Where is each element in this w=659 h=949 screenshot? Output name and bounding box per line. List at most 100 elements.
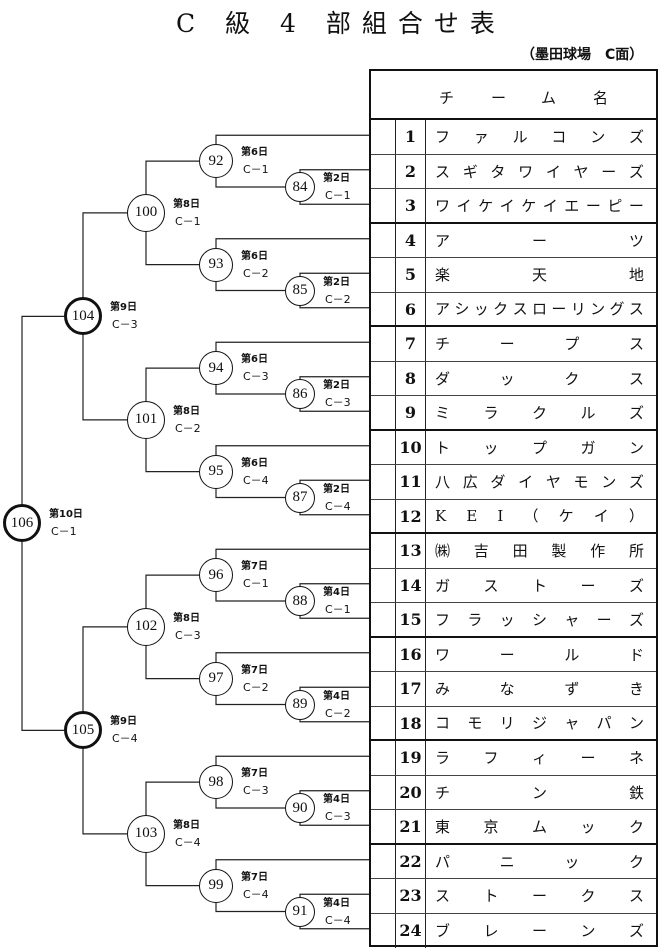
match-court: C－1 bbox=[243, 163, 269, 177]
match-node: 88 bbox=[285, 586, 315, 616]
match-day: 第4日 bbox=[323, 587, 350, 598]
match-court: C－4 bbox=[325, 913, 351, 927]
team-number: 8 bbox=[395, 361, 426, 395]
match-label: 第10日 C－1 bbox=[49, 506, 83, 540]
match-day: 第7日 bbox=[241, 768, 268, 780]
match-day: 第10日 bbox=[49, 509, 83, 521]
match-node: 84 bbox=[285, 172, 315, 202]
match-day: 第8日 bbox=[173, 819, 200, 831]
team-number: 4 bbox=[395, 223, 426, 257]
team-table-header: チ ー ム 名 bbox=[371, 71, 656, 120]
team-number: 13 bbox=[395, 534, 426, 568]
header-char: ム bbox=[541, 89, 557, 107]
match-day: 第2日 bbox=[323, 380, 350, 391]
team-name: コモリジャパン bbox=[435, 714, 644, 733]
team-number: 18 bbox=[395, 706, 426, 739]
team-name: ㈱吉田製作所 bbox=[435, 542, 644, 561]
team-number: 24 bbox=[395, 913, 426, 948]
team-name: ダックス bbox=[435, 369, 644, 388]
match-node: 95 bbox=[199, 454, 233, 489]
match-court: C－3 bbox=[325, 396, 351, 409]
team-name: ブレーンズ bbox=[435, 922, 644, 941]
team-name: トップガン bbox=[435, 438, 644, 457]
team-number: 16 bbox=[395, 637, 426, 671]
match-day: 第6日 bbox=[241, 354, 268, 366]
match-day: 第7日 bbox=[241, 561, 268, 573]
match-day: 第7日 bbox=[241, 664, 268, 676]
team-name: 東京ムック bbox=[435, 817, 644, 836]
team-name: チープス bbox=[435, 335, 644, 354]
team-number: 11 bbox=[395, 465, 426, 499]
team-row: 2 スギタワイヤーズ bbox=[371, 154, 656, 189]
header-char: チ bbox=[439, 89, 455, 107]
team-row: 8 ダックス bbox=[371, 361, 656, 396]
team-number: 1 bbox=[395, 120, 426, 154]
match-node: 89 bbox=[285, 689, 315, 720]
match-node: 102 bbox=[127, 607, 165, 646]
match-node: 104 bbox=[64, 297, 102, 336]
team-row: 13 ㈱吉田製作所 bbox=[371, 534, 656, 569]
team-name: みなずき bbox=[435, 680, 644, 699]
team-number: 3 bbox=[395, 189, 426, 222]
match-day: 第9日 bbox=[110, 302, 137, 314]
team-row: 18 コモリジャパン bbox=[371, 706, 656, 741]
team-name: スギタワイヤーズ bbox=[435, 162, 644, 181]
team-number: 10 bbox=[395, 430, 426, 464]
match-court: C－2 bbox=[325, 706, 351, 720]
header-char: 名 bbox=[593, 89, 609, 107]
match-court: C－3 bbox=[112, 318, 138, 332]
page-title: C 級 4 部組合せ表 bbox=[176, 9, 506, 38]
team-name: 楽天地 bbox=[435, 266, 644, 285]
match-day: 第8日 bbox=[173, 405, 200, 417]
team-name: パニック bbox=[435, 852, 644, 871]
match-day: 第4日 bbox=[323, 794, 350, 805]
match-court: C－1 bbox=[51, 525, 77, 539]
team-number: 12 bbox=[395, 499, 426, 532]
team-name: ガストーズ bbox=[435, 576, 644, 595]
match-node: 100 bbox=[127, 193, 165, 232]
match-node: 87 bbox=[285, 482, 315, 513]
match-court: C－1 bbox=[325, 603, 351, 616]
match-node: 86 bbox=[285, 379, 315, 409]
team-number: 5 bbox=[395, 258, 426, 292]
team-number: 2 bbox=[395, 154, 426, 188]
team-number: 6 bbox=[395, 292, 426, 325]
match-day: 第4日 bbox=[323, 897, 350, 909]
match-court: C－4 bbox=[112, 732, 138, 746]
team-number: 20 bbox=[395, 775, 426, 809]
match-node: 103 bbox=[127, 814, 165, 853]
match-day: 第8日 bbox=[173, 612, 200, 624]
match-court: C－3 bbox=[175, 628, 201, 642]
match-day: 第7日 bbox=[241, 871, 268, 883]
venue-label: （墨田球場 C面） bbox=[521, 47, 644, 63]
team-row: 5 楽天地 bbox=[371, 258, 656, 293]
team-name: ファルコンズ bbox=[435, 128, 644, 147]
match-node: 99 bbox=[199, 868, 233, 903]
match-court: C－1 bbox=[243, 577, 269, 591]
match-node: 92 bbox=[199, 144, 233, 179]
